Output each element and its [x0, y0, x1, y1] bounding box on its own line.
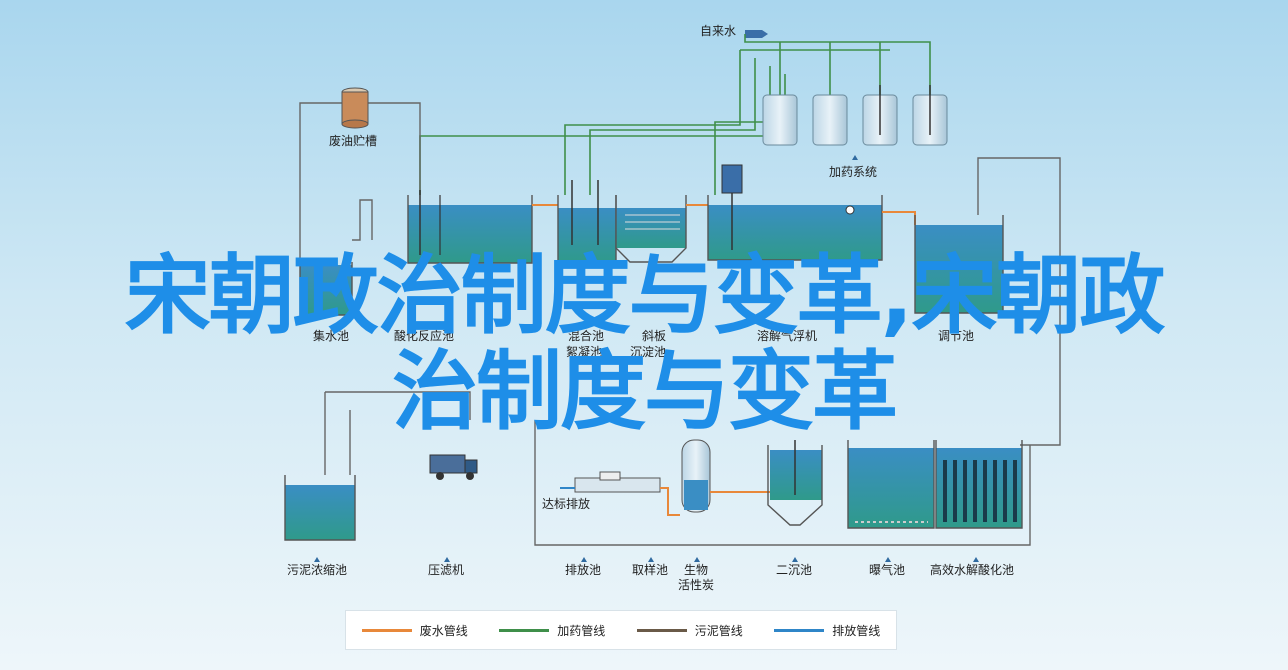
equalization-tank — [914, 215, 1004, 314]
air-flotation-unit — [707, 164, 883, 261]
inclined-settler-label: 斜板 — [642, 329, 666, 343]
dosing-pipe-b — [589, 58, 756, 195]
filter-press — [429, 454, 478, 480]
legend-label: 加药管线 — [557, 623, 606, 638]
dosing-feed-pipe — [744, 34, 931, 95]
bio-label: 生物 — [684, 563, 708, 577]
acidify-reaction-tank — [407, 190, 533, 264]
legend-item-sludge: 污泥管线 — [636, 622, 743, 639]
filter-press-label: 压滤机 — [428, 563, 464, 577]
acidify-tank-label: 酸化反应池 — [394, 328, 454, 343]
dosing-system-label: 加药系统 — [829, 165, 877, 179]
secondary-clarifier-label: 二沉池 — [776, 563, 812, 577]
standard-discharge-label: 达标排放 — [542, 496, 590, 511]
legend-label: 污泥管线 — [694, 623, 743, 638]
hydrolysis-tank — [935, 440, 1023, 529]
equalization-label: 调节池 — [938, 329, 974, 343]
air-flotation-label: 溶解气浮机 — [757, 328, 817, 343]
collection-tank-label: 集水池 — [313, 328, 349, 343]
aeration-tank — [847, 440, 935, 529]
mixing-flocculation-tank — [557, 180, 617, 264]
secondary-clarifier — [767, 440, 823, 526]
tap-water-label: 自来水 — [700, 24, 736, 38]
legend-swatch — [361, 628, 412, 632]
activated-carbon-label: 活性炭 — [678, 578, 714, 592]
flocculation-label: 絮凝池 — [566, 344, 602, 359]
legend-item-waste-water: 废水管线 — [361, 622, 468, 639]
waste-oil-tank — [341, 87, 369, 129]
sand-filter — [681, 439, 711, 513]
legend: 废水管线 加药管线 污泥管线 排放管线 — [345, 610, 897, 650]
tap-water-arrow-icon — [745, 30, 768, 38]
legend-item-dosing: 加药管线 — [499, 622, 605, 639]
legend-swatch — [636, 628, 687, 632]
waste-oil-tank-label: 废油贮槽 — [329, 133, 377, 148]
inclined-settler — [615, 195, 687, 263]
settler-label: 沉淀池 — [630, 345, 666, 359]
dosing-marker-icon — [852, 155, 858, 160]
sampling-pool-label: 取样池 — [632, 562, 668, 577]
legend-item-discharge: 排放管线 — [774, 622, 880, 639]
dosing-pipe-a — [564, 49, 890, 195]
dosing-tanks — [762, 85, 948, 146]
legend-label: 排放管线 — [832, 623, 881, 638]
legend-label: 废水管线 — [419, 623, 468, 638]
hydrolysis-label: 高效水解酸化池 — [930, 562, 1014, 577]
legend-swatch — [499, 628, 550, 632]
legend-swatch — [774, 628, 825, 632]
collection-tank — [299, 262, 353, 316]
discharge-pool-label: 排放池 — [565, 562, 601, 577]
discharge-pool — [574, 471, 661, 493]
aeration-pool-label: 曝气池 — [869, 562, 905, 577]
sludge-thickener — [284, 475, 356, 541]
mixing-label: 混合池 — [568, 328, 604, 343]
sludge-thickener-label: 污泥浓缩池 — [287, 562, 347, 577]
